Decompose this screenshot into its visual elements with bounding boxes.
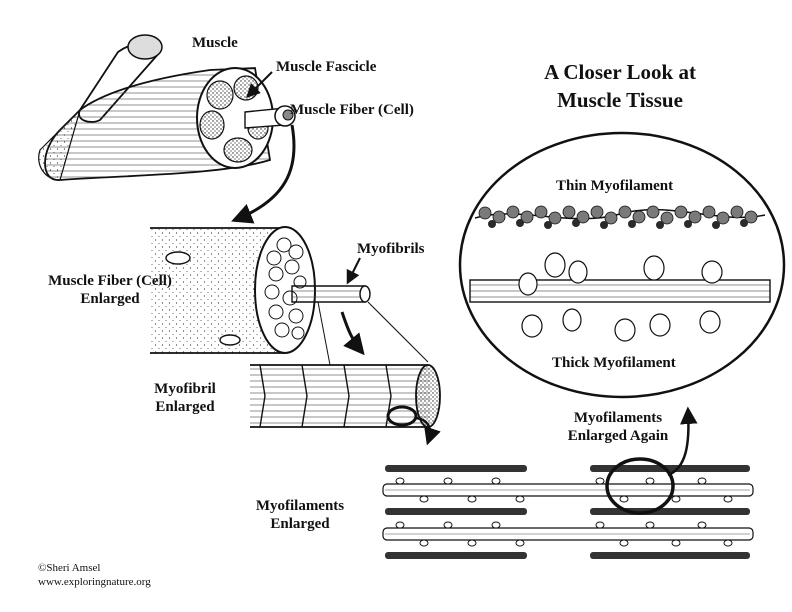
label-myofibril-enlarged-line1: Myofibril bbox=[154, 381, 216, 397]
label-myofilaments-enlarged-line2: Enlarged bbox=[270, 516, 330, 532]
credit-site: www.exploringnature.org bbox=[38, 576, 151, 588]
label-fiber-enlarged-line1: Muscle Fiber (Cell) bbox=[48, 273, 172, 289]
label-myofibril-enlarged-line2: Enlarged bbox=[155, 399, 215, 415]
page-title-line2: Muscle Tissue bbox=[557, 88, 683, 112]
credit-author: ©Sheri Amsel bbox=[38, 562, 101, 574]
label-myofibrils: Myofibrils bbox=[357, 241, 425, 257]
page-title: A Closer Look at Muscle Tissue bbox=[505, 58, 735, 114]
label-muscle: Muscle bbox=[192, 35, 238, 51]
page-title-line1: A Closer Look at bbox=[544, 60, 696, 84]
label-thin-myofilament: Thin Myofilament bbox=[556, 178, 674, 194]
whole-muscle-illustration bbox=[38, 34, 296, 181]
closeup-circle bbox=[458, 131, 786, 399]
label-myofilaments-enlarged-line1: Myofilaments bbox=[255, 498, 345, 514]
label-myofilaments-again-line1: Myofilaments bbox=[573, 410, 663, 426]
label-myofilaments-enlarged: Myofilaments Enlarged bbox=[245, 497, 355, 533]
myofibril-enlarged-illustration bbox=[250, 364, 441, 446]
thin-myofilament-illustration bbox=[474, 205, 766, 229]
label-thick-myofilament: Thick Myofilament bbox=[552, 355, 676, 371]
thick-myofilament-illustration bbox=[469, 252, 771, 342]
label-myofibril-enlarged: Myofibril Enlarged bbox=[140, 380, 230, 416]
label-myofilaments-enlarged-again: Myofilaments Enlarged Again bbox=[553, 409, 683, 445]
label-muscle-fascicle: Muscle Fascicle bbox=[276, 59, 377, 75]
label-fiber-enlarged-line2: Enlarged bbox=[80, 291, 140, 307]
label-myofilaments-again-line2: Enlarged Again bbox=[567, 428, 669, 444]
muscle-fiber-enlarged-illustration bbox=[150, 226, 429, 366]
label-muscle-fiber-cell: Muscle Fiber (Cell) bbox=[290, 102, 414, 118]
label-fiber-enlarged: Muscle Fiber (Cell) Enlarged bbox=[30, 272, 190, 308]
arrow-to-fiber-enlarged bbox=[231, 124, 296, 224]
myofilaments-enlarged-illustration bbox=[382, 406, 754, 559]
credit: ©Sheri Amsel www.exploringnature.org bbox=[38, 561, 151, 589]
